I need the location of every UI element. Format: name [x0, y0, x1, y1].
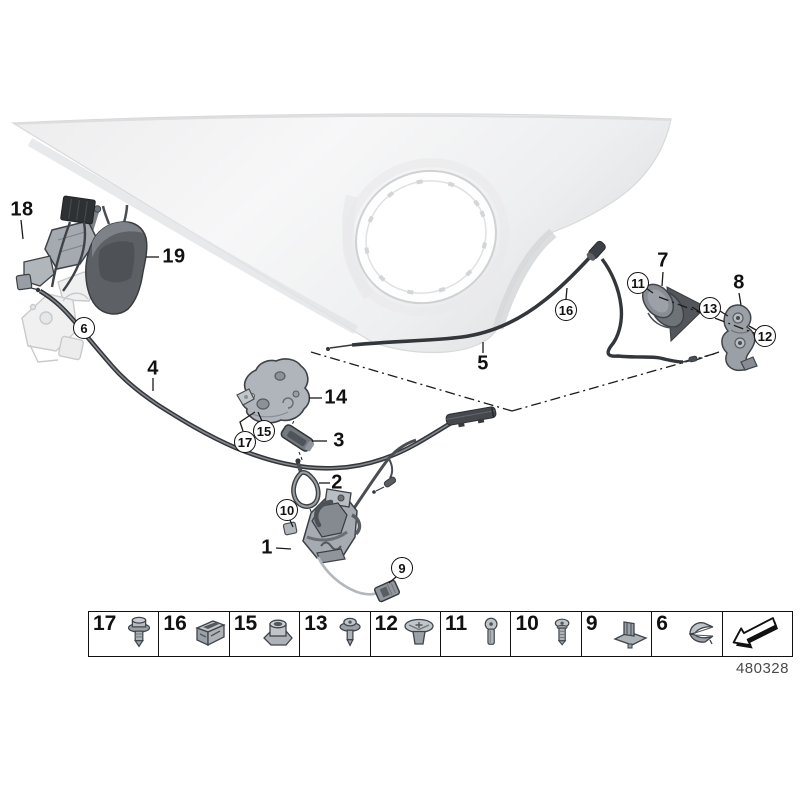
wiring-connector — [50, 195, 96, 292]
direction-arrow-icon — [733, 617, 779, 649]
bowden-cable-rear-part5 — [326, 254, 691, 364]
legend-cell-13: 13 — [300, 612, 371, 656]
fender-arch-shading — [492, 228, 557, 330]
callout-7: 7 — [657, 249, 669, 272]
guide-clip-part3 — [280, 424, 315, 452]
flange-nut-icon — [263, 619, 294, 646]
legend-number: 16 — [163, 612, 187, 635]
handle-bracket-part8 — [721, 304, 758, 372]
washer-head-screw-icon — [339, 617, 361, 647]
fastener-legend: 17 16 15 13 — [88, 611, 793, 657]
hex-flange-screw-icon — [128, 616, 151, 648]
leader-lines — [20, 219, 757, 584]
spring-clip-icon — [688, 622, 714, 645]
connector-part9 — [374, 579, 400, 603]
cable-sleeve — [445, 406, 497, 428]
expansion-nut-icon — [404, 618, 434, 645]
plastic-clip-icon — [613, 621, 648, 649]
callout-circle-10: 10 — [276, 499, 298, 521]
legend-cell-15: 15 — [230, 612, 301, 656]
legend-number: 13 — [304, 612, 328, 635]
callout-2: 2 — [331, 471, 343, 494]
legend-number: 15 — [233, 612, 258, 635]
pan-head-screw-icon — [554, 618, 570, 646]
callout-1: 1 — [261, 536, 273, 559]
hood-lock-part1 — [282, 488, 362, 564]
cage-nut-clip-icon — [195, 620, 226, 647]
legend-cell-12: 12 — [371, 612, 442, 656]
release-lever-cover-part19 — [85, 204, 148, 315]
callout-5: 5 — [477, 352, 489, 375]
legend-number: 12 — [374, 612, 398, 635]
legend-cell-9: 9 — [582, 612, 653, 656]
legend-cell-17: 17 — [89, 612, 160, 656]
round-head-screw-icon — [485, 617, 498, 645]
hood-panel — [11, 113, 672, 354]
callout-circle-6: 6 — [73, 317, 95, 339]
callout-circle-11: 11 — [627, 272, 649, 294]
callout-14: 14 — [324, 386, 348, 409]
legend-number: 17 — [93, 612, 117, 635]
cable-grommet — [586, 240, 606, 261]
callout-18: 18 — [10, 198, 34, 221]
legend-cell-10: 10 — [511, 612, 582, 656]
legend-cell-16: 16 — [159, 612, 230, 656]
callout-circle-17: 17 — [234, 431, 256, 453]
assembly-axis-lines — [310, 351, 720, 412]
diagram-number: 480328 — [735, 660, 789, 677]
callout-circle-12: 12 — [754, 325, 776, 347]
legend-number: 9 — [585, 612, 598, 635]
callout-8: 8 — [733, 271, 745, 294]
callout-3: 3 — [333, 429, 345, 452]
release-rod-part2 — [291, 458, 321, 509]
callout-circle-16: 16 — [555, 299, 577, 321]
callout-circle-9: 9 — [391, 557, 413, 579]
legend-cell-6: 6 — [652, 612, 723, 656]
legend-number: 11 — [445, 612, 468, 635]
cable-nipple — [383, 476, 397, 488]
callout-circle-13: 13 — [699, 297, 721, 319]
callout-19: 19 — [162, 245, 186, 268]
cable-end-nipple — [688, 355, 698, 363]
lock-bracket-part14 — [236, 358, 311, 424]
legend-number: 6 — [656, 612, 668, 635]
legend-number: 10 — [515, 612, 539, 635]
callout-4: 4 — [147, 357, 159, 380]
micro-switch-cable — [316, 556, 379, 596]
legend-cell-11: 11 — [441, 612, 512, 656]
callout-circle-15: 15 — [253, 420, 275, 442]
legend-cell-arrow — [723, 612, 792, 656]
headlight-opening — [342, 158, 510, 316]
